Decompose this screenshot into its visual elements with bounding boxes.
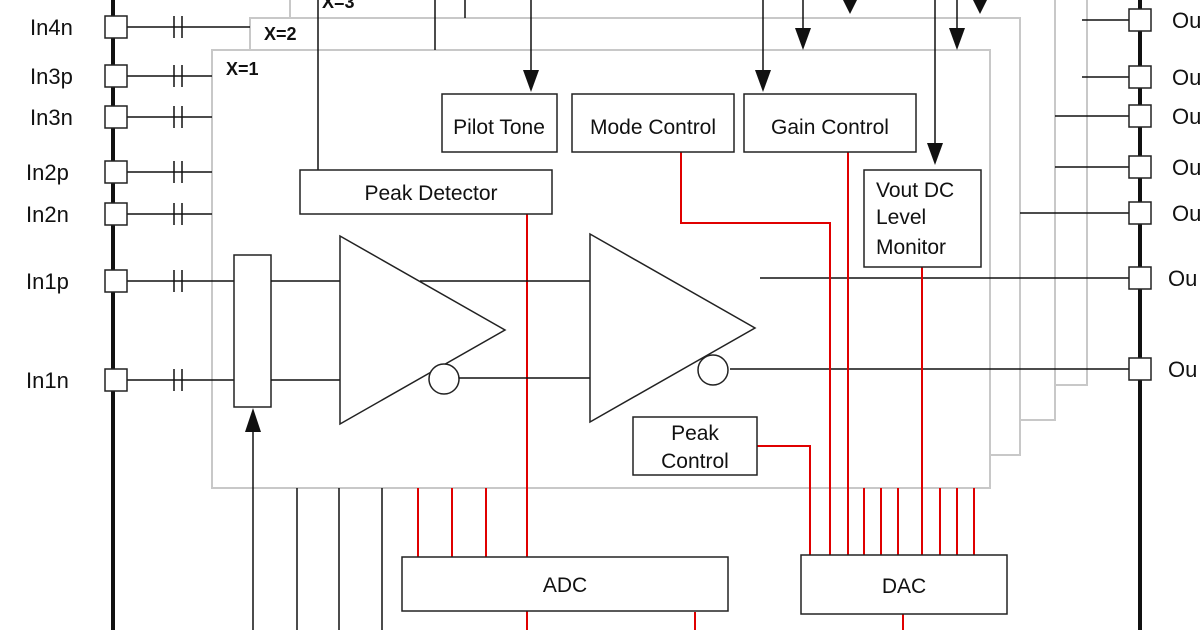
input-mux bbox=[233, 254, 272, 408]
input-pin: In2p bbox=[26, 160, 212, 185]
gain-control-block: Gain Control bbox=[743, 93, 917, 153]
output-pin: Ou bbox=[1128, 65, 1200, 90]
svg-text:In4n: In4n bbox=[30, 15, 73, 40]
peak-detector-block: Peak Detector bbox=[299, 169, 553, 215]
mode-control-block: Mode Control bbox=[571, 93, 735, 153]
svg-text:Control: Control bbox=[661, 450, 729, 473]
frame-label-x1: X=1 bbox=[226, 59, 259, 79]
svg-text:DAC: DAC bbox=[882, 575, 926, 598]
adc-block: ADC bbox=[401, 556, 729, 612]
inverting-output-1 bbox=[428, 363, 460, 395]
svg-text:Level: Level bbox=[876, 206, 926, 229]
input-pins: In4n In3p In3n In2p In2n In1p In1n bbox=[26, 15, 250, 393]
amplifier-stage-2 bbox=[589, 232, 757, 424]
output-pin: Ou bbox=[760, 266, 1197, 291]
input-pin: In3p bbox=[30, 64, 212, 89]
arrowheads bbox=[245, 0, 987, 432]
inverting-output-2 bbox=[697, 354, 729, 386]
svg-text:Pilot Tone: Pilot Tone bbox=[453, 116, 545, 139]
svg-text:Peak Detector: Peak Detector bbox=[364, 182, 497, 205]
frame-label-x3: X=3 bbox=[322, 0, 355, 12]
svg-text:Ou: Ou bbox=[1168, 266, 1197, 291]
svg-text:Ou: Ou bbox=[1172, 104, 1200, 129]
output-pins: Ou Ou Ou Ou Ou Ou Ou bbox=[730, 8, 1200, 382]
output-pin: Ou bbox=[1128, 155, 1200, 180]
input-pin: In2n bbox=[26, 202, 212, 227]
input-pin: In1n bbox=[26, 368, 234, 393]
input-pin: In3n bbox=[30, 105, 212, 130]
svg-text:Peak: Peak bbox=[671, 422, 719, 445]
bottom-signal-lines bbox=[252, 430, 383, 630]
svg-text:Ou: Ou bbox=[1172, 8, 1200, 33]
top-signal-lines bbox=[317, 0, 1130, 214]
svg-text:Ou: Ou bbox=[1168, 357, 1197, 382]
svg-text:In1n: In1n bbox=[26, 368, 69, 393]
frame-label-x2: X=2 bbox=[264, 24, 297, 44]
input-pin: In1p bbox=[26, 269, 234, 294]
output-pin: Ou bbox=[1128, 8, 1200, 33]
output-pin: Ou bbox=[1128, 104, 1200, 129]
svg-text:Ou: Ou bbox=[1172, 65, 1200, 90]
svg-text:In1p: In1p bbox=[26, 269, 69, 294]
output-pin: Ou bbox=[730, 357, 1197, 382]
svg-text:Gain Control: Gain Control bbox=[771, 116, 889, 139]
dac-block: DAC bbox=[800, 554, 1008, 615]
svg-text:Ou: Ou bbox=[1172, 201, 1200, 226]
control-bus-lines bbox=[417, 152, 975, 630]
svg-text:Vout DC: Vout DC bbox=[876, 179, 954, 202]
svg-text:In3p: In3p bbox=[30, 64, 73, 89]
pilot-tone-block: Pilot Tone bbox=[441, 93, 558, 153]
svg-text:ADC: ADC bbox=[543, 574, 587, 597]
svg-text:Monitor: Monitor bbox=[876, 236, 946, 259]
svg-text:In2p: In2p bbox=[26, 160, 69, 185]
svg-text:In2n: In2n bbox=[26, 202, 69, 227]
amplifier-stage-1 bbox=[339, 234, 507, 426]
input-pin: In4n bbox=[30, 15, 250, 40]
output-pin: Ou bbox=[1128, 201, 1200, 226]
svg-text:Mode Control: Mode Control bbox=[590, 116, 716, 139]
svg-text:In3n: In3n bbox=[30, 105, 73, 130]
svg-text:Ou: Ou bbox=[1172, 155, 1200, 180]
